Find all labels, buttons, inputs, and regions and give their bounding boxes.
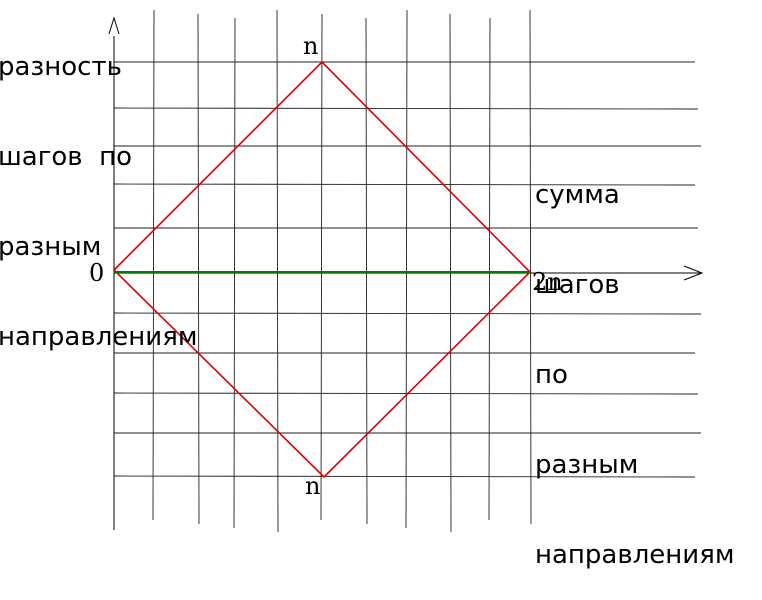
grid-vertical-line <box>320 13 323 521</box>
x-axis-label-line: по <box>535 360 568 390</box>
y-axis-arrow <box>108 16 120 530</box>
grid-vertical-line <box>488 17 491 521</box>
grid-vertical-line <box>529 9 532 525</box>
grid-horizontal-line <box>113 312 702 315</box>
grid-horizontal-line <box>113 392 699 395</box>
grid-horizontal-line <box>113 107 699 110</box>
right-vertex-label: 2n <box>532 268 563 296</box>
diagram-canvas <box>108 9 704 533</box>
grid-vertical-line <box>152 9 155 521</box>
y-axis-label-line: разность <box>0 52 122 82</box>
grid-vertical-line <box>197 13 200 525</box>
y-axis-label-line: разным <box>0 232 102 262</box>
x-axis-label-line: шагов <box>535 270 620 300</box>
grid-horizontal-line <box>113 183 696 186</box>
y-axis-label: разность шагов по разным направлениям <box>0 0 197 382</box>
x-axis-label-line: направлениям <box>535 540 735 570</box>
top-vertex-label: n <box>303 32 319 60</box>
bottom-vertex-label: n <box>305 472 321 500</box>
y-axis-label-line: шагов по <box>0 142 133 172</box>
grid-horizontal-line <box>113 475 696 478</box>
grid <box>113 9 702 533</box>
grid-vertical-line <box>405 9 408 529</box>
origin-label: 0 <box>89 259 105 287</box>
y-axis-label-line: направлениям <box>0 322 198 352</box>
x-axis-label-line: разным <box>535 450 639 480</box>
x-axis-label-line: сумма <box>535 180 620 210</box>
x-axis-label: сумма шагов по разным направлениям <box>535 120 734 600</box>
